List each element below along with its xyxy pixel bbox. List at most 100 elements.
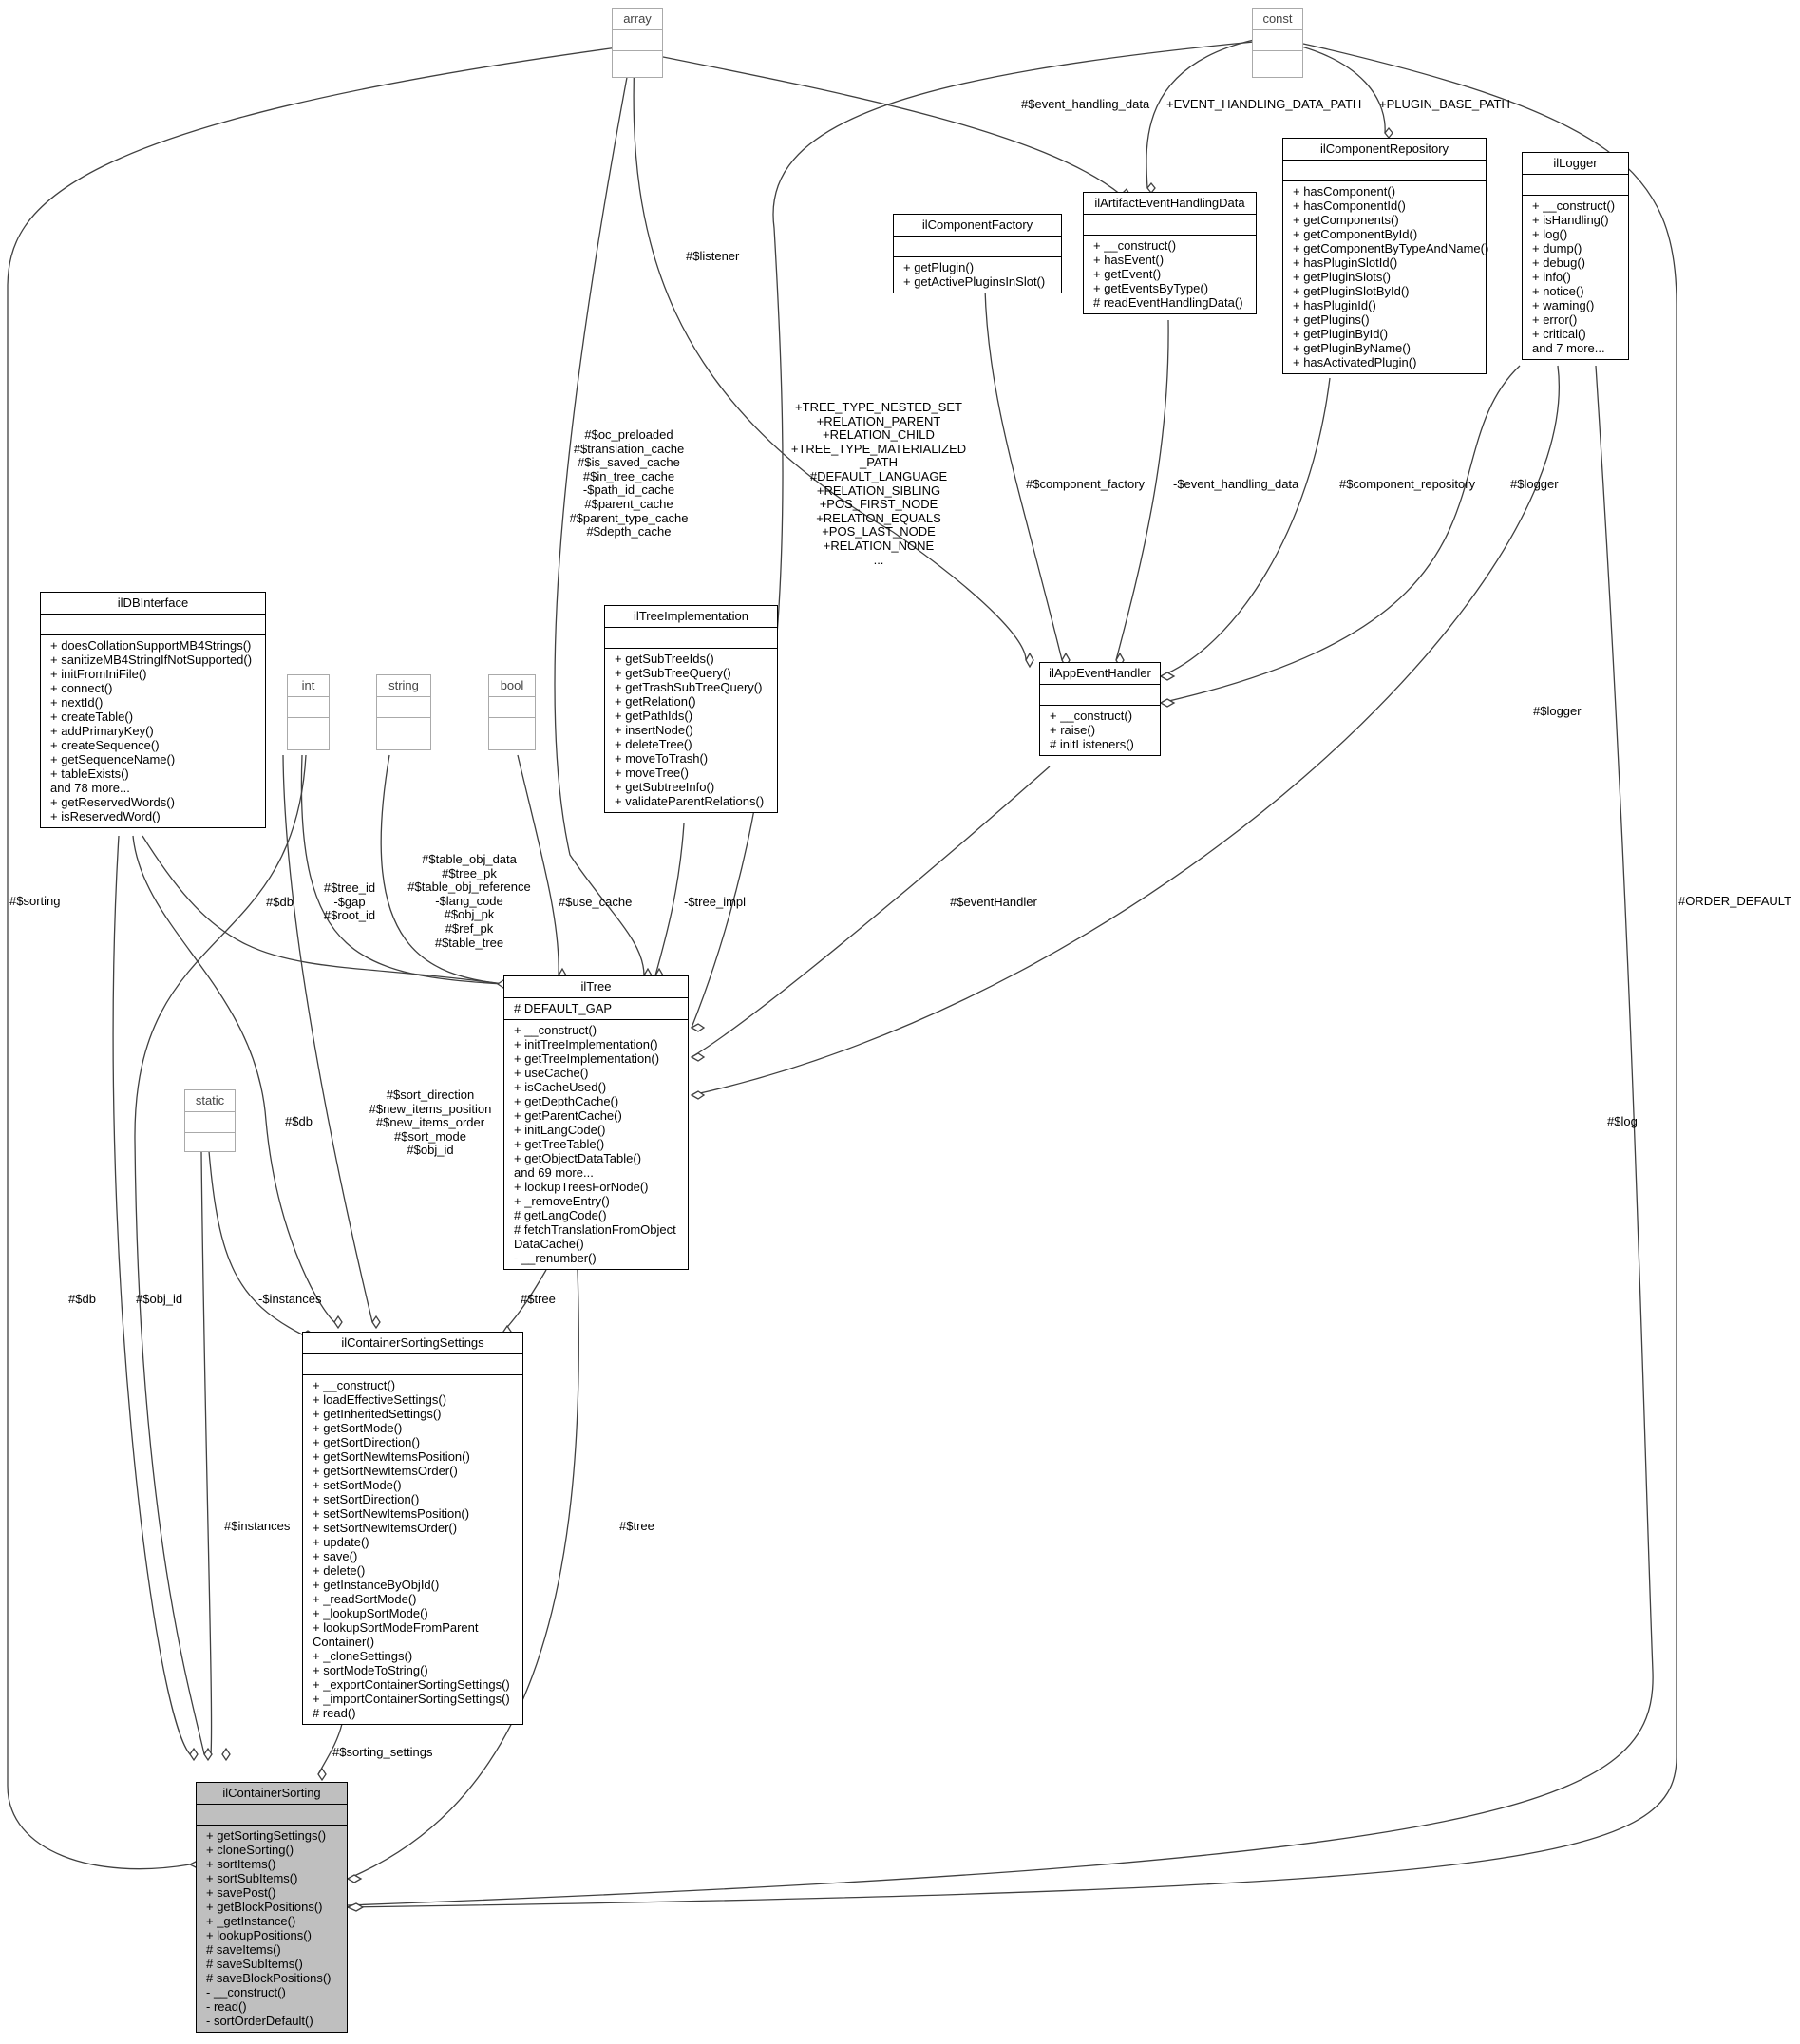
diamond-sorting-int (203, 1747, 213, 1762)
operation: + getTreeImplementation() (514, 1051, 660, 1066)
edge-label-sorting-db: #$db (68, 1292, 96, 1306)
operation: # saveBlockPositions() (206, 1971, 332, 1985)
settings-int-1: #$new_items_position (369, 1101, 492, 1116)
diamond-repo-const (1384, 126, 1393, 140)
tree-array-4: -$path_id_cache (582, 483, 675, 498)
class-static[interactable]: static (184, 1089, 236, 1152)
operation: + getSubTreeIds() (615, 652, 714, 666)
class-string[interactable]: string (376, 674, 431, 750)
class-ilDBInterface[interactable]: ilDBInterface + doesCollationSupportMB4S… (40, 592, 266, 828)
tree-array-6: #$parent_type_cache (569, 510, 689, 525)
edge-label-tree-ints: #$tree_id -$gap #$root_id (324, 880, 375, 923)
operation: + warning() (1532, 298, 1595, 312)
edge-int-tree (300, 754, 504, 985)
operation: + loadEffectiveSettings() (313, 1392, 447, 1407)
operation: # getLangCode() (514, 1208, 607, 1222)
class-ilComponentFactory[interactable]: ilComponentFactory + getPlugin() + getAc… (893, 214, 1062, 293)
edge-repo-handler (1160, 377, 1331, 677)
tree-const-11: ... (873, 552, 884, 567)
edge-label-sorting-obj-id: #$obj_id (136, 1292, 183, 1306)
edge-db-tree (142, 835, 504, 985)
operation: + tableExists() (50, 766, 129, 781)
tree-const-2: +RELATION_CHILD (823, 427, 935, 443)
class-int[interactable]: int (287, 674, 330, 750)
operation: + getSubtreeInfo() (615, 780, 715, 794)
operation: + critical() (1532, 327, 1586, 341)
tree-string-3: -$lang_code (435, 893, 503, 908)
class-ilArtifactEventHandlingData[interactable]: ilArtifactEventHandlingData + __construc… (1083, 192, 1257, 314)
diamond-sorting-static (221, 1747, 231, 1762)
operation: + hasPluginSlotId() (1293, 256, 1398, 270)
class-ilAppEventHandler[interactable]: ilAppEventHandler + __construct() + rais… (1039, 662, 1161, 756)
class-ilTreeImplementation[interactable]: ilTreeImplementation + getSubTreeIds() +… (604, 605, 778, 813)
operation: + savePost() (206, 1885, 276, 1900)
operation: + update() (313, 1535, 369, 1549)
operation: # saveItems() (206, 1942, 281, 1957)
diamond-sorting-const (346, 1902, 365, 1912)
operation: + getTrashSubTreeQuery() (615, 680, 763, 694)
operation: + setSortMode() (313, 1478, 402, 1492)
operation: + cloneSorting() (206, 1843, 294, 1857)
operation: + getSortMode() (313, 1421, 403, 1435)
operation: + __construct() (313, 1378, 396, 1392)
class-ilContainerSorting[interactable]: ilContainerSorting + getSortingSettings(… (196, 1782, 348, 2033)
class-ilTree-operations: + __construct() + initTreeImplementation… (504, 1020, 688, 1269)
diamond-sorting-settings (317, 1767, 327, 1782)
edge-static-settings (208, 1150, 303, 1335)
operation: + hasPluginId() (1293, 298, 1376, 312)
operation: DataCache() (514, 1237, 584, 1251)
edge-label-event-handling-data-priv: -$event_handling_data (1173, 477, 1299, 491)
operation: - __renumber() (514, 1251, 597, 1265)
diamond-settings-int (371, 1315, 381, 1330)
operation: + getInheritedSettings() (313, 1407, 442, 1421)
class-ilTree-attributes: # DEFAULT_GAP (504, 998, 688, 1019)
tree-const-8: +RELATION_EQUALS (816, 510, 941, 525)
operation: + lookupPositions() (206, 1928, 312, 1942)
operation: + lookupTreesForNode() (514, 1180, 649, 1194)
operation: + getActivePluginsInSlot() (903, 274, 1046, 289)
operation: + getDepthCache() (514, 1094, 619, 1108)
class-ilComponentRepository[interactable]: ilComponentRepository + hasComponent() +… (1282, 138, 1488, 374)
class-ilTree[interactable]: ilTree # DEFAULT_GAP + __construct() + i… (503, 975, 689, 1270)
edge-tree-sorting (347, 1269, 579, 1880)
operation: + initTreeImplementation() (514, 1037, 658, 1051)
diamond-eventdata-const (1146, 181, 1156, 195)
operation: + getComponents() (1293, 213, 1399, 227)
tree-const-9: +POS_LAST_NODE (822, 524, 936, 539)
class-ilArtifactEventHandlingData-name: ilArtifactEventHandlingData (1094, 196, 1245, 210)
class-array[interactable]: array (612, 8, 663, 78)
class-ilContainerSortingSettings-name: ilContainerSortingSettings (341, 1335, 484, 1350)
diamond-handler-repo (1159, 672, 1176, 681)
class-bool[interactable]: bool (488, 674, 536, 750)
operation: Container() (313, 1635, 375, 1649)
class-ilContainerSorting-name: ilContainerSorting (222, 1786, 321, 1800)
class-const[interactable]: const (1252, 8, 1303, 78)
edge-label-use-cache: #$use_cache (559, 895, 633, 909)
operation: + debug() (1532, 256, 1586, 270)
operation: # initListeners() (1050, 737, 1134, 751)
edge-label-sorting-instances: #$instances (224, 1519, 291, 1533)
operation: + sortItems() (206, 1857, 276, 1871)
operation: + hasComponent() (1293, 184, 1396, 199)
operation: + _exportContainerSortingSettings() (313, 1677, 510, 1692)
edge-db-settings (132, 835, 335, 1323)
operation: + useCache() (514, 1066, 589, 1080)
edge-array-eventdata (653, 54, 1122, 196)
operation: + initLangCode() (514, 1123, 606, 1137)
operation: - __construct() (206, 1985, 286, 1999)
class-ilContainerSortingSettings[interactable]: ilContainerSortingSettings + __construct… (302, 1332, 523, 1725)
tree-const-1: +RELATION_PARENT (816, 413, 941, 428)
operation: + getPluginById() (1293, 327, 1389, 341)
edge-label-instances-settings: -$instances (258, 1292, 322, 1306)
operation: + getReservedWords() (50, 795, 175, 809)
operation: + isCacheUsed() (514, 1080, 607, 1094)
edge-bool-tree (517, 754, 559, 976)
edge-int-settings (282, 754, 373, 1323)
class-ilTreeImplementation-operations: + getSubTreeIds() + getSubTreeQuery() + … (605, 649, 777, 812)
operation: + getPluginSlots() (1293, 270, 1391, 284)
edge-label-event-handling-data-path: +EVENT_HANDLING_DATA_PATH (1166, 97, 1362, 111)
tree-const-7: +POS_FIRST_NODE (819, 497, 938, 512)
operation: + getObjectDataTable() (514, 1151, 642, 1165)
class-ilComponentFactory-operations: + getPlugin() + getActivePluginsInSlot() (894, 257, 1061, 293)
class-ilLogger[interactable]: ilLogger + __construct() + isHandling() … (1522, 152, 1629, 360)
